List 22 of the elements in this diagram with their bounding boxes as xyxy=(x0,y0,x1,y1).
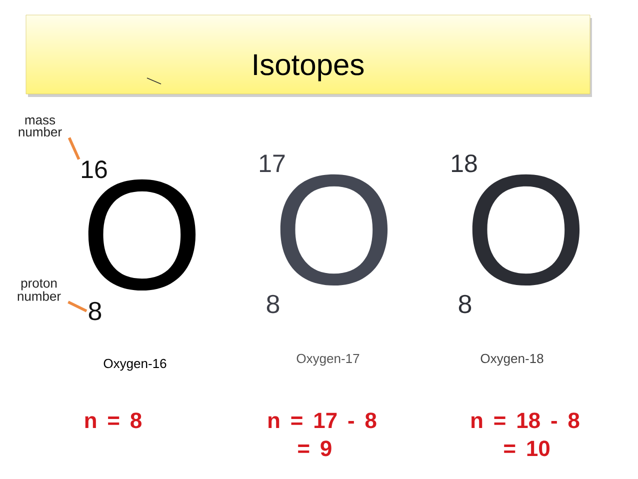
isotope-number: 18 xyxy=(452,154,477,172)
leader-line xyxy=(68,137,80,160)
annotation-label: proton number xyxy=(18,279,61,301)
isotope-number: 16 xyxy=(82,160,107,178)
equation: n = 18 - 8 xyxy=(471,412,580,428)
equation: n = 17 - 8 xyxy=(268,412,376,428)
equation: = 9 xyxy=(298,440,332,456)
element-symbol: O xyxy=(280,174,388,286)
isotope-name: Oxygen-18 xyxy=(480,354,544,366)
element-symbol: O xyxy=(88,179,196,291)
leader-line xyxy=(68,300,88,312)
isotope-number: 8 xyxy=(266,294,280,314)
isotope-number: 8 xyxy=(88,302,102,320)
equation: = 10 xyxy=(504,440,550,456)
isotope-number: 17 xyxy=(260,154,285,172)
element-symbol: O xyxy=(472,174,580,286)
isotope-name: Oxygen-17 xyxy=(296,354,360,366)
isotope-number: 8 xyxy=(458,294,472,314)
title-banner: Isotopes xyxy=(26,14,592,97)
annotation-label: mass number xyxy=(18,117,62,137)
equation: n = 8 xyxy=(85,412,142,428)
isotope-name: Oxygen-16 xyxy=(104,358,166,371)
